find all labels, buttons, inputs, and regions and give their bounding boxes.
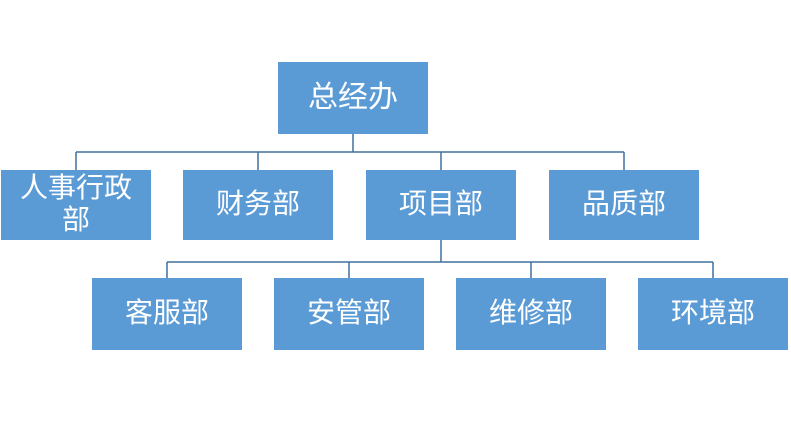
org-node-label: 品质部 — [581, 188, 666, 220]
org-node-label: 环境部 — [670, 297, 755, 329]
connector-group — [75, 134, 714, 278]
org-node-finance: 财务部 — [183, 170, 333, 240]
org-node-label: 项目部 — [398, 188, 483, 220]
org-node-customer-service: 客服部 — [92, 278, 242, 350]
org-node-hr-admin: 人事行政部 — [1, 170, 151, 240]
org-node-label: 总经办 — [308, 80, 398, 114]
org-node-general-manager-office: 总经办 — [278, 62, 428, 134]
org-node-label: 安管部 — [306, 297, 391, 329]
org-node-label: 维修部 — [488, 297, 573, 329]
org-node-label: 人事行政部 — [19, 172, 132, 236]
org-node-label: 客服部 — [124, 297, 209, 329]
org-node-environment: 环境部 — [638, 278, 788, 350]
org-node-project: 项目部 — [366, 170, 516, 240]
org-node-maintenance: 维修部 — [456, 278, 606, 350]
org-node-security-management: 安管部 — [274, 278, 424, 350]
org-node-quality: 品质部 — [549, 170, 699, 240]
org-node-label: 财务部 — [215, 188, 300, 220]
